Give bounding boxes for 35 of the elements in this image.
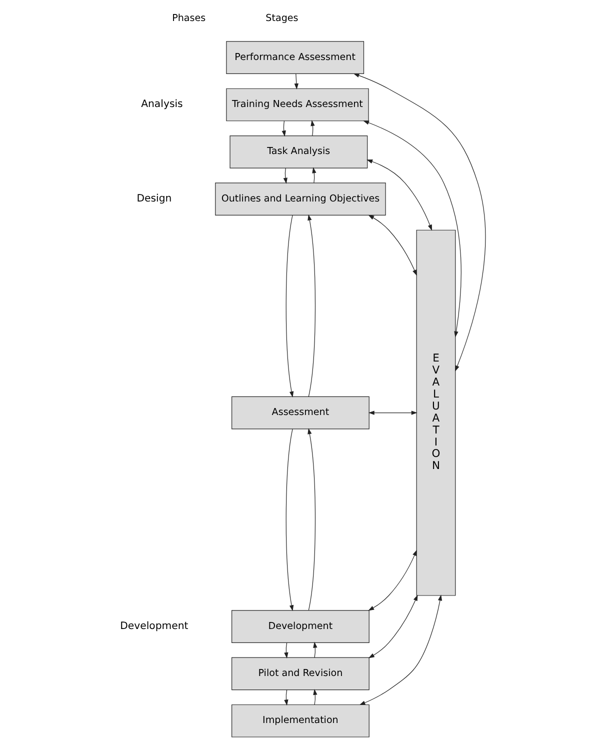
node-box: Development [231, 610, 369, 643]
arrow [284, 690, 288, 706]
node-box: Training Needs Assessment [226, 88, 368, 122]
arrow [368, 410, 417, 415]
node-box: Performance Assessment [226, 41, 364, 74]
arrow [307, 428, 316, 611]
node-box: Implementation [231, 704, 369, 738]
arrow [358, 594, 442, 706]
arrow [294, 73, 298, 90]
arrow [284, 642, 288, 658]
label: Analysis [140, 99, 182, 110]
arrow [307, 214, 316, 397]
arrow [352, 73, 486, 372]
arrow [312, 688, 317, 706]
label: Phases [172, 13, 206, 24]
arrow [368, 214, 416, 276]
node-box: Task Analysis [229, 136, 368, 168]
arrow [312, 167, 316, 184]
arrow [310, 120, 314, 136]
arrow [362, 120, 461, 338]
arrow [366, 160, 432, 231]
node-box: Pilot and Revision [231, 657, 369, 690]
arrow [282, 168, 287, 184]
label: Development [120, 620, 188, 632]
arrow [285, 428, 294, 612]
arrow [368, 594, 418, 658]
node-box: EVALUATION [416, 230, 456, 596]
arrow [368, 550, 416, 611]
arrow [312, 642, 317, 658]
node-box: Outlines and Learning Objectives [214, 182, 386, 216]
node-box: Assessment [231, 396, 369, 430]
arrow [281, 120, 286, 137]
label: Stages [265, 13, 298, 24]
arrow [285, 215, 294, 398]
label: Design [136, 194, 172, 205]
